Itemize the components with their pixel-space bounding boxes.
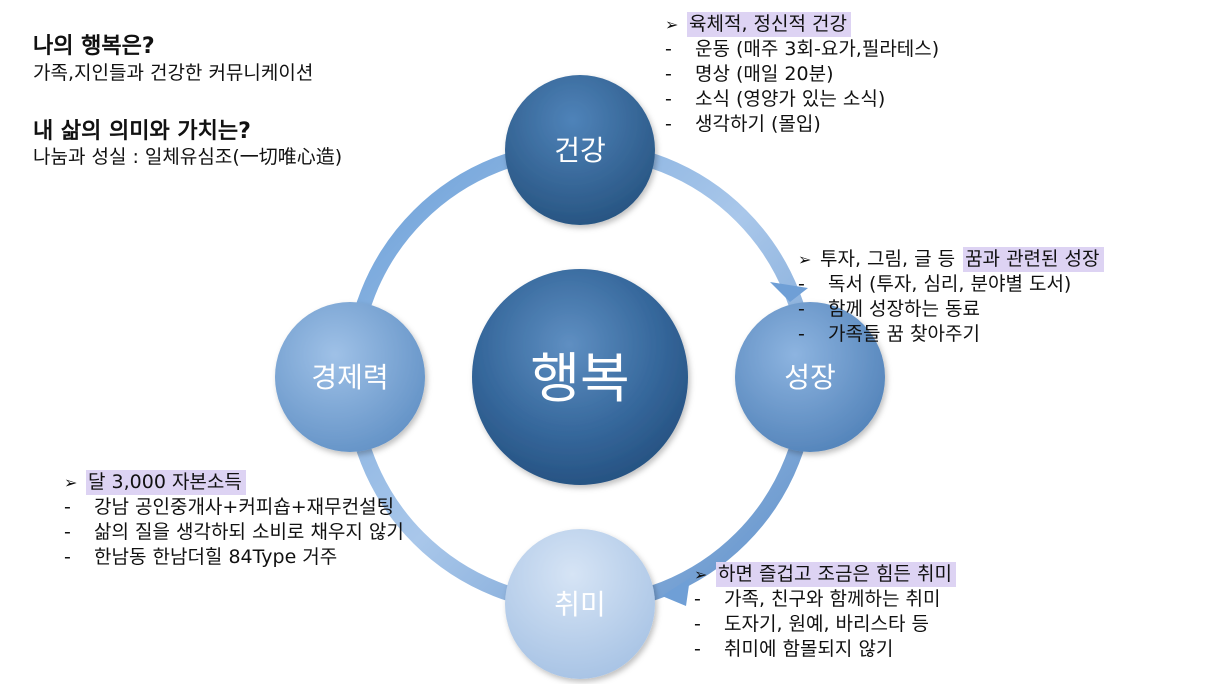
list-item: -명상 (매일 20분) [665,63,834,85]
health-title: 육체적, 정신적 건강 [687,12,851,37]
hobby-title: 하면 즐겁고 조금은 힘든 취미 [716,562,956,587]
bullet-arrow-icon: ➢ [665,15,679,34]
list-item: -독서 (투자, 심리, 분야별 도서) [798,273,1072,295]
health-details: ➢ 육체적, 정신적 건강 -운동 (매주 3회-요가,필라테스) -명상 (매… [665,12,939,137]
list-item: -운동 (매주 3회-요가,필라테스) [665,38,940,60]
growth-title-highlight: 꿈과 관련된 성장 [963,247,1104,272]
ring-arrow-2 [662,578,690,606]
list-item: -도자기, 원예, 바리스타 등 [694,613,929,635]
economy-title: 달 3,000 자본소득 [86,470,246,495]
meaning-question: 내 삶의 의미와 가치는? [33,119,251,144]
health-label: 건강 [554,134,606,167]
happiness-answer: 가족,지인들과 건강한 커뮤니케이션 [33,62,314,84]
list-item: -함께 성장하는 동료 [798,298,980,320]
economy-label: 경제력 [311,361,388,394]
economy-details: ➢ 달 3,000 자본소득 -강남 공인중개사+커피숍+재무컨설팅 -삶의 질… [64,470,404,570]
list-item: -한남동 한남더힐 84Type 거주 [64,546,338,568]
center-node: 행복 [472,269,688,485]
ring-arrow-1 [770,282,808,302]
bullet-arrow-icon: ➢ [694,565,708,584]
hobby-label: 취미 [554,588,606,621]
health-node: 건강 [505,75,655,225]
list-item: -강남 공인중개사+커피숍+재무컨설팅 [64,496,395,518]
list-item: -취미에 함몰되지 않기 [694,638,894,660]
growth-title-plain: 투자, 그림, 글 등 [820,248,956,270]
bullet-arrow-icon: ➢ [798,250,812,269]
list-item: -생각하기 (몰입) [665,113,821,135]
meaning-answer: 나눔과 성실 : 일체유심조(一切唯心造) [33,146,343,168]
list-item: -삶의 질을 생각하되 소비로 채우지 않기 [64,521,404,543]
bullet-arrow-icon: ➢ [64,473,78,492]
hobby-details: ➢ 하면 즐겁고 조금은 힘든 취미 -가족, 친구와 함께하는 취미 -도자기… [694,562,956,662]
hobby-node: 취미 [505,529,655,679]
list-item: -가족, 친구와 함께하는 취미 [694,588,941,610]
economy-node: 경제력 [275,302,425,452]
growth-details: ➢ 투자, 그림, 글 등 꿈과 관련된 성장 -독서 (투자, 심리, 분야별… [798,247,1104,347]
happiness-question: 나의 행복은? [33,34,155,59]
growth-node: 성장 [735,302,885,452]
growth-label: 성장 [784,361,836,394]
list-item: -가족들 꿈 찾아주기 [798,323,980,345]
list-item: -소식 (영양가 있는 소식) [665,88,886,110]
center-label: 행복 [530,347,629,410]
